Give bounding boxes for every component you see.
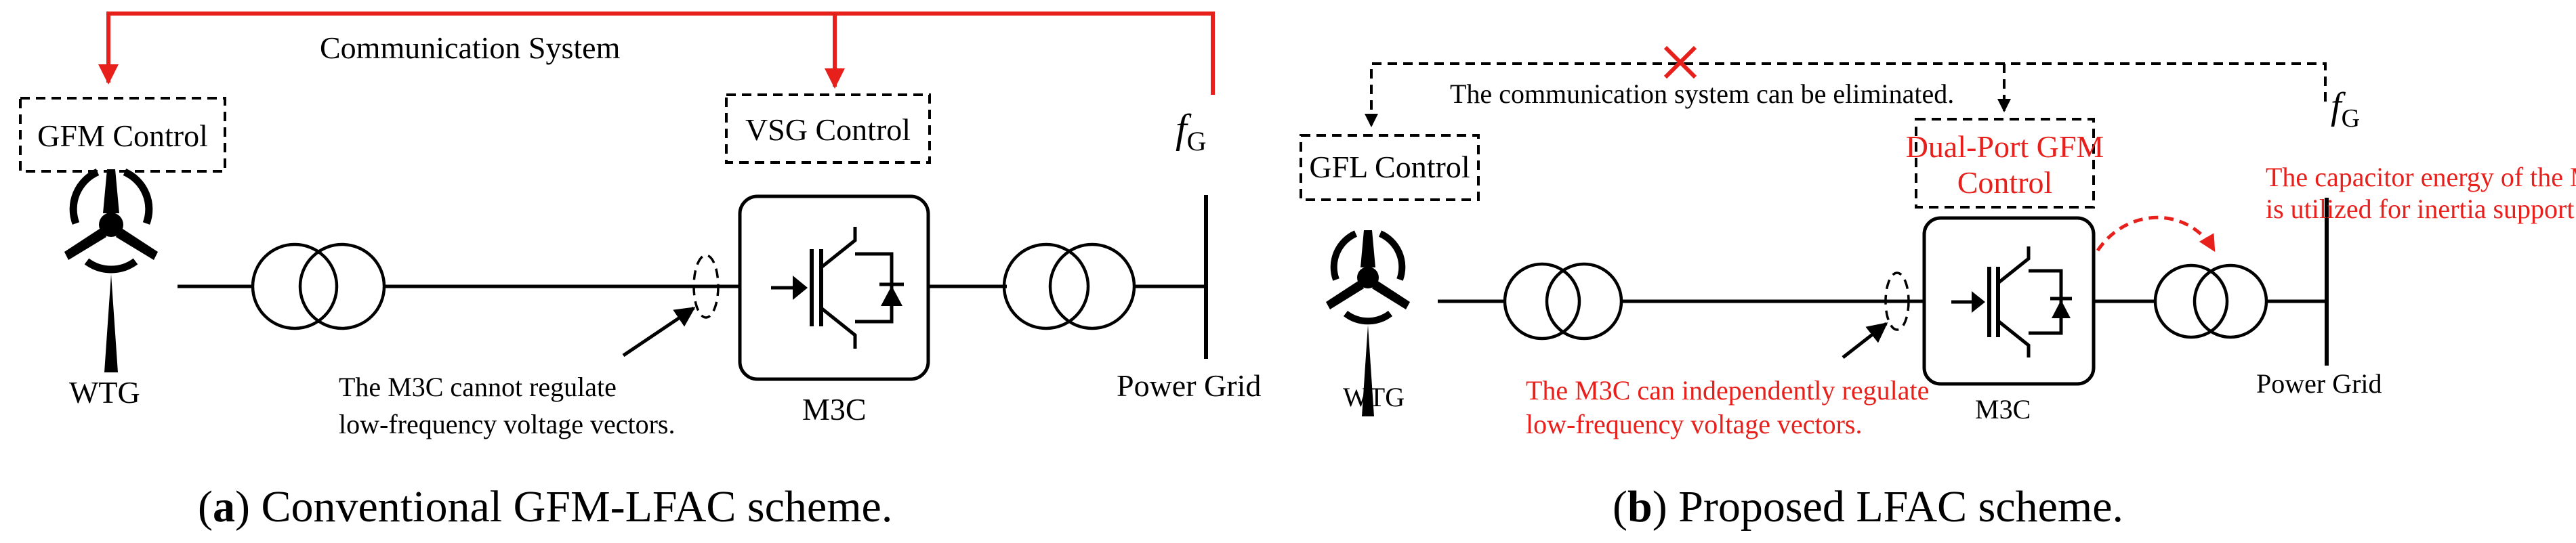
gfl-control-box: [1300, 134, 1480, 201]
transformer-1-icon-a: [251, 242, 339, 330]
note-line2-a: low-frequency voltage vectors.: [339, 409, 675, 439]
inertia-note-line2: is utilized for inertia support.: [2266, 194, 2576, 224]
dual-port-gfm-label-line1: Dual-Port GFM: [1906, 129, 2104, 164]
panel-a: Communication System GFM Control VSG Con…: [19, 12, 1261, 531]
grid-frequency-subscript-b: G: [2342, 104, 2360, 133]
voltage-measure-marker-a: [692, 254, 720, 319]
caption-text-a: Conventional GFM-LFAC scheme.: [261, 482, 892, 531]
note-line1-a: The M3C cannot regulate: [339, 372, 617, 402]
communication-lines-b: [1365, 62, 2327, 127]
note-arrow-b: [1842, 322, 1888, 359]
transformer-2b-icon-b: [2193, 263, 2268, 339]
transformer-1b-icon-a: [298, 242, 386, 330]
voltage-measure-marker-b: [1884, 272, 1910, 331]
transformer-2-icon-a: [1002, 242, 1090, 330]
dual-port-gfm-control-box: [1915, 118, 2095, 209]
grid-frequency-b: fG: [2331, 85, 2360, 133]
grid-frequency-a: fG: [1176, 106, 1207, 156]
inertia-arc-arrow: [2096, 215, 2216, 253]
caption-letter-a: a: [213, 482, 235, 531]
power-grid-label-b: Power Grid: [2256, 368, 2382, 399]
panel-b: The communication system can be eliminat…: [1300, 45, 2576, 531]
gfm-control-box: [19, 97, 226, 173]
gfm-control-label: GFM Control: [37, 118, 208, 153]
transformer-1b-icon-b: [1545, 262, 1623, 341]
note-line2-b: low-frequency voltage vectors.: [1526, 409, 1862, 439]
m3c-converter-icon-a: [738, 194, 930, 381]
gfl-control-label: GFL Control: [1309, 150, 1470, 184]
m3c-label-a: M3C: [802, 392, 867, 427]
communication-label-b: The communication system can be eliminat…: [1450, 79, 1954, 109]
communication-label-a: Communication System: [320, 30, 621, 65]
caption-letter-b: b: [1627, 482, 1653, 531]
wtg-label-b: WTG: [1343, 382, 1405, 412]
vsg-control-box: [725, 93, 931, 164]
inertia-note-line1: The capacitor energy of the M3C: [2266, 162, 2576, 192]
wind-turbine-icon-b: [1326, 230, 1410, 416]
transformer-2-icon-b: [2153, 263, 2229, 339]
eliminated-cross-icon: [1663, 45, 1697, 79]
transformer-2b-icon-a: [1048, 242, 1136, 330]
note-line1-b: The M3C can independently regulate: [1526, 375, 1929, 406]
m3c-converter-icon-b: [1922, 216, 2096, 386]
grid-frequency-subscript-a: G: [1187, 126, 1207, 156]
power-grid-label-a: Power Grid: [1117, 368, 1261, 403]
wtg-label-a: WTG: [69, 375, 140, 410]
caption-b: (b) Proposed LFAC scheme.: [1613, 482, 2123, 531]
caption-a: (a) Conventional GFM-LFAC scheme.: [198, 482, 892, 531]
communication-lines-a: [98, 12, 1215, 95]
wind-turbine-icon-a: [64, 168, 158, 372]
transformer-1-icon-b: [1503, 262, 1581, 341]
dual-port-gfm-label-line2: Control: [1957, 165, 2053, 200]
m3c-label-b: M3C: [1975, 394, 2031, 425]
caption-text-b: Proposed LFAC scheme.: [1678, 482, 2123, 531]
note-arrow-a: [622, 306, 696, 357]
vsg-control-label: VSG Control: [745, 112, 911, 147]
